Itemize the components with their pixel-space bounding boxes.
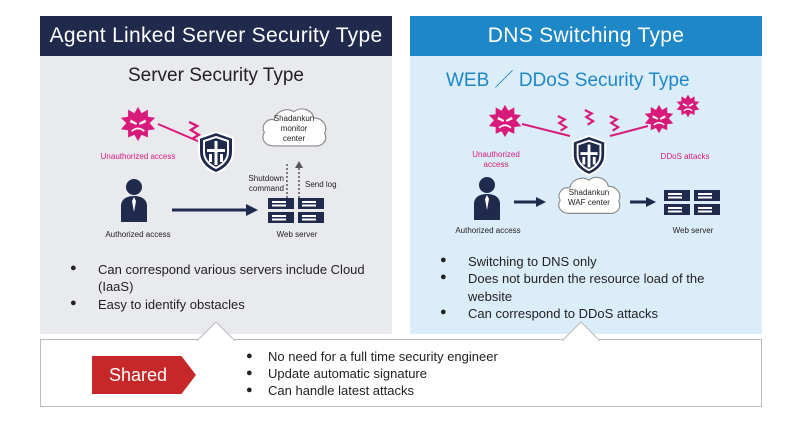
ddos-attacks-label: DDoS attacks: [660, 152, 710, 161]
list-item: Does not burden the resource load of the…: [440, 270, 750, 305]
unauthorized-access-label: Unauthorized access: [472, 150, 520, 169]
server-security-diagram: Unauthorized access Shadankun monitor ce…: [40, 94, 392, 254]
left-panel: Server Security Type Unauthorized access…: [40, 56, 392, 334]
lightning-icon: [583, 108, 595, 126]
authorized-access-label: Authorized access: [105, 230, 171, 239]
left-panel-subtitle: Server Security Type: [127, 65, 304, 86]
attack-line: [157, 123, 201, 143]
right-panel-subtitle: WEB ／ DDoS Security Type: [446, 70, 690, 91]
attack-line: [521, 123, 571, 137]
list-item: No need for a full time security enginee…: [246, 349, 746, 366]
shield-icon: [571, 135, 607, 176]
shared-bullets: No need for a full time security enginee…: [246, 349, 746, 400]
virus-icon: [676, 94, 700, 118]
lightning-icon: [608, 114, 620, 132]
shutdown-command-label: Shutdown command: [248, 174, 284, 193]
lightning-icon: [187, 120, 201, 140]
list-item: Update automatic signature: [246, 366, 746, 383]
list-item: Switching to DNS only: [440, 253, 750, 270]
server-icon: [664, 190, 720, 215]
lightning-icon: [556, 114, 568, 132]
attack-line: [609, 125, 649, 137]
unauthorized-access-label: Unauthorized access: [100, 152, 176, 161]
right-panel-bullets: Switching to DNS only Does not burden th…: [440, 253, 750, 322]
virus-icon: [644, 104, 674, 134]
person-icon: [121, 179, 147, 222]
right-panel-header: DNS Switching Type: [410, 16, 762, 56]
authorized-access-label: Authorized access: [455, 226, 521, 235]
left-panel-bullets: Can correspond various servers include C…: [70, 261, 380, 313]
list-item: Can correspond to DDoS attacks: [440, 305, 750, 322]
right-panel: WEB ／ DDoS Security Type Unauthorized ac…: [410, 56, 762, 334]
waf-center-label: Shadankun WAF center: [568, 188, 610, 207]
virus-icon: [120, 106, 156, 142]
send-log-arrow-head: [295, 161, 303, 168]
list-item: Can correspond various servers include C…: [70, 261, 380, 296]
web-server-label: Web server: [276, 230, 318, 239]
dns-switching-diagram: Unauthorized access DDoS attacks Shadank…: [410, 94, 762, 254]
list-item: Can handle latest attacks: [246, 383, 746, 400]
person-icon: [474, 177, 500, 220]
web-server-label: Web server: [672, 226, 714, 235]
virus-icon: [488, 104, 522, 138]
server-icon: [268, 198, 324, 223]
left-panel-header: Agent Linked Server Security Type: [40, 16, 392, 56]
shared-tag: Shared: [92, 356, 196, 394]
shield-icon: [198, 131, 234, 174]
list-item: Easy to identify obstacles: [70, 296, 380, 313]
send-log-label: Send log: [305, 180, 337, 189]
monitor-center-label: Shadankun monitor center: [273, 114, 315, 143]
